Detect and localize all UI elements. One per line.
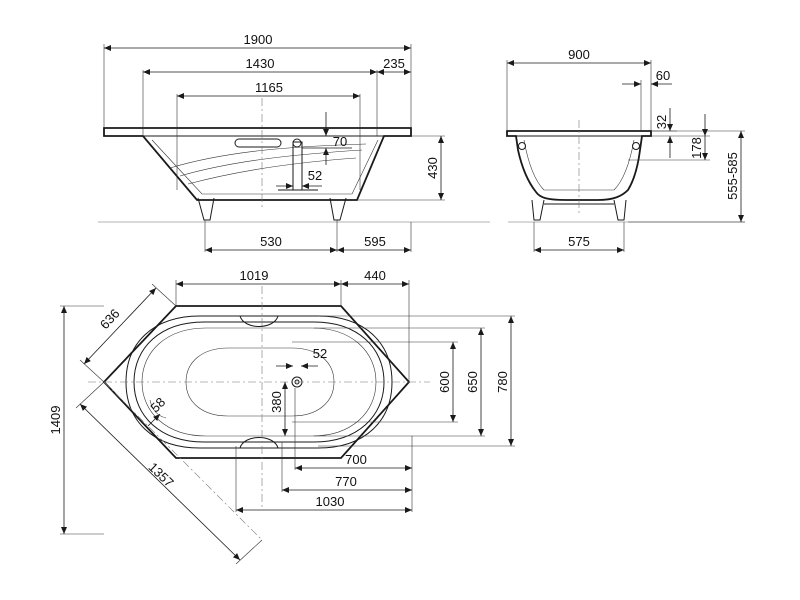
side-curve-2 [179, 149, 363, 177]
label-plan-650: 650 [465, 371, 480, 393]
label-side-530: 530 [260, 234, 282, 249]
label-end-32: 32 [654, 115, 669, 129]
end-foot-right [613, 199, 627, 221]
side-grip-handle [234, 138, 282, 148]
plan-view: 1019 440 636 52 600 650 780 380 58 700 7… [48, 268, 515, 565]
plan-diagonal-center [103, 381, 263, 541]
label-plan-770: 770 [335, 474, 357, 489]
label-plan-600: 600 [437, 371, 452, 393]
side-overflow-cap [292, 138, 302, 148]
label-side-52: 52 [308, 168, 322, 183]
end-grip-left [518, 142, 526, 150]
label-plan-700: 700 [345, 452, 367, 467]
dim-line-1357 [79, 403, 241, 561]
side-curve-3 [187, 157, 357, 185]
label-end-60: 60 [656, 68, 670, 83]
label-plan-1409: 1409 [48, 406, 63, 435]
label-plan-52: 52 [313, 346, 327, 361]
label-plan-780: 780 [495, 371, 510, 393]
label-plan-440: 440 [364, 268, 386, 283]
dim-line-58 [147, 413, 161, 427]
label-side-70: 70 [333, 134, 347, 149]
plan-grip-bottom [239, 437, 279, 449]
label-plan-1030: 1030 [316, 494, 345, 509]
label-side-430: 430 [425, 157, 440, 179]
label-side-595: 595 [364, 234, 386, 249]
label-side-1165: 1165 [255, 80, 283, 95]
label-plan-1019: 1019 [240, 268, 269, 283]
label-side-1430: 1430 [246, 56, 275, 71]
side-overflow-pipe [292, 141, 303, 191]
label-plan-380: 380 [269, 391, 284, 413]
side-curve-1 [169, 143, 367, 169]
label-side-1900: 1900 [244, 32, 273, 47]
label-plan-636: 636 [97, 306, 123, 332]
label-end-900: 900 [568, 47, 590, 62]
end-grip-right [632, 142, 640, 150]
dim-line-636 [83, 287, 157, 365]
label-plan-58: 58 [147, 394, 168, 415]
end-view: 900 60 32 178 555-585 575 [506, 47, 745, 253]
plan-grip-top [239, 315, 279, 327]
end-tub-body [506, 130, 652, 201]
label-end-575: 575 [568, 234, 590, 249]
side-view: 1900 1430 235 1165 70 52 430 530 595 [98, 32, 490, 253]
side-foot-left [197, 197, 215, 221]
end-foot-left [531, 199, 545, 221]
label-end-555-585: 555-585 [725, 152, 740, 200]
side-foot-right [329, 197, 347, 221]
label-end-178: 178 [689, 137, 704, 159]
plan-bowl-floor [185, 347, 335, 417]
label-plan-1357: 1357 [146, 459, 177, 490]
label-side-235: 235 [383, 56, 405, 71]
